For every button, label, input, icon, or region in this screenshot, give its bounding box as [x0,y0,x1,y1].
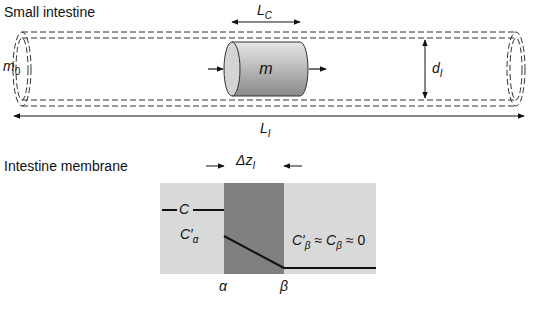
mass-cylinder: m [255,58,276,80]
flow-arrow [208,68,223,69]
symbol-text: Δz [236,152,252,168]
profile-line [193,209,224,211]
intestine-tube [13,32,525,106]
subscript: I [252,160,255,171]
tube-wall [22,100,516,101]
tube-end [507,32,525,106]
membrane-band [224,183,284,274]
dimension-arrow [206,166,224,167]
boundary-label: α [219,278,227,294]
profile-line [162,209,177,211]
subscript: I [440,68,443,79]
concentration-label: C′α [180,226,198,248]
profile-line [224,236,284,268]
dimension-label: LI [260,120,271,142]
concentration-label: C [179,201,189,217]
symbol-text: Intestine membrane [4,158,128,174]
tube-end [13,32,31,106]
concentration-profile [162,210,376,268]
symbol-text: L [260,120,268,136]
flow-arrow [309,68,326,69]
cylinder-body [232,42,308,96]
subscript: β [305,240,311,251]
symbol-text: C′ [180,226,193,242]
mass-label: m0 [3,58,20,80]
symbol-text: d [432,60,440,76]
symbol-text: β [280,278,288,294]
symbol-text: L [257,2,265,18]
dimension-label: dI [432,60,443,82]
subscript: α [193,234,199,245]
tube-wall [22,32,516,33]
dimension-arrow [14,116,524,117]
dimension-arrow [284,166,302,167]
dimension-label: ΔzI [236,152,255,174]
tube-wall [22,106,516,107]
symbol-text: ≈ 0 [346,232,365,248]
boundary-label: β [280,278,288,294]
mass-symbol: m [255,58,276,80]
section-title: Intestine membrane [4,158,128,174]
subscript: C [265,10,272,21]
symbol-text: ≈ C [314,232,336,248]
cylinder-face [224,42,240,96]
lumen-region [160,183,376,274]
symbol-text: Small intestine [4,4,95,20]
concentration-label: C′β≈ Cβ≈ 0 [292,232,365,254]
symbol-text: C [179,201,189,217]
profile-line [284,267,376,269]
tube-wall [22,38,516,39]
subscript: I [268,128,271,139]
dimension-label: LC [257,2,272,24]
symbol-text: C′ [292,232,305,248]
dimension-arrow [232,22,300,23]
subscript: 0 [15,66,21,77]
section-title: Small intestine [4,4,95,20]
symbol-text: m [3,58,15,74]
symbol-text: α [219,278,227,294]
tube-end [510,38,522,100]
subscript: β [336,240,342,251]
dimension-arrow [425,40,426,98]
